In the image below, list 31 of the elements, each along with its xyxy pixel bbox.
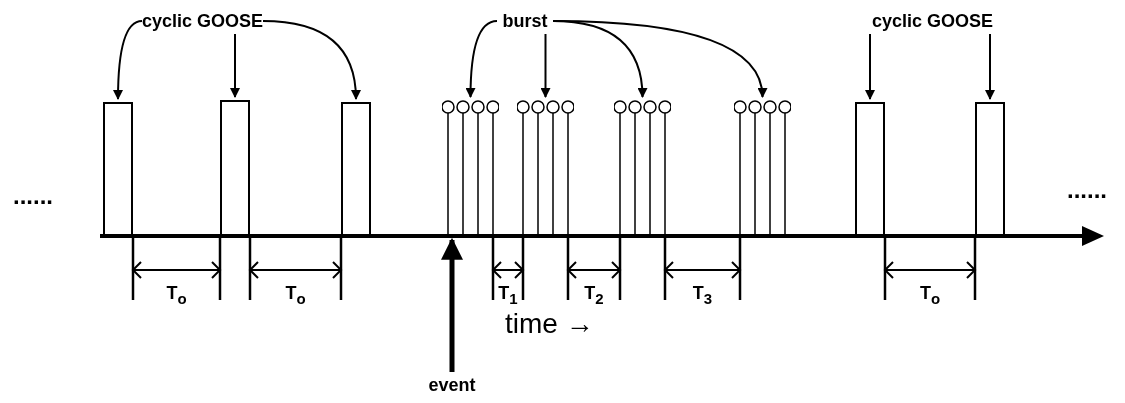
burst-pulses-drawing <box>442 100 499 236</box>
event-label: event <box>422 372 482 398</box>
annotation-label: cyclic GOOSE <box>870 8 995 34</box>
dimension-label: T$_{2}$ <box>583 283 605 307</box>
arrow <box>262 20 361 100</box>
arrow <box>865 33 875 100</box>
dimension-label: T$_{o}$ <box>284 283 307 307</box>
annotation-label: cyclic GOOSE <box>140 8 265 34</box>
arrow <box>113 20 143 100</box>
ellipsis-text: ...... <box>1066 176 1108 204</box>
dimension-label: T$_{o}$ <box>165 283 188 307</box>
burst-pulses-drawing <box>517 100 574 236</box>
annotation-label: burst <box>495 8 555 34</box>
pulse-bar <box>220 100 250 236</box>
dimension-label: T$_{3}$ <box>691 283 714 307</box>
arrow <box>540 33 551 98</box>
arrow <box>230 33 240 98</box>
pulse-bar <box>341 102 371 236</box>
arrow <box>552 20 767 98</box>
arrow <box>985 33 995 100</box>
burst-pulses-drawing <box>614 100 671 236</box>
pulse-bar <box>855 102 885 236</box>
burst-pulses-drawing <box>734 100 791 236</box>
arrow <box>465 20 498 98</box>
axis-label: time → <box>505 308 594 340</box>
pulse-bar <box>975 102 1005 236</box>
pulse-bar <box>103 102 133 236</box>
dimension-label: T$_{o}$ <box>918 283 942 307</box>
dimension-label: T$_{1}$ <box>497 283 519 307</box>
arrow <box>441 237 463 372</box>
ellipsis-text: ...... <box>12 182 54 210</box>
